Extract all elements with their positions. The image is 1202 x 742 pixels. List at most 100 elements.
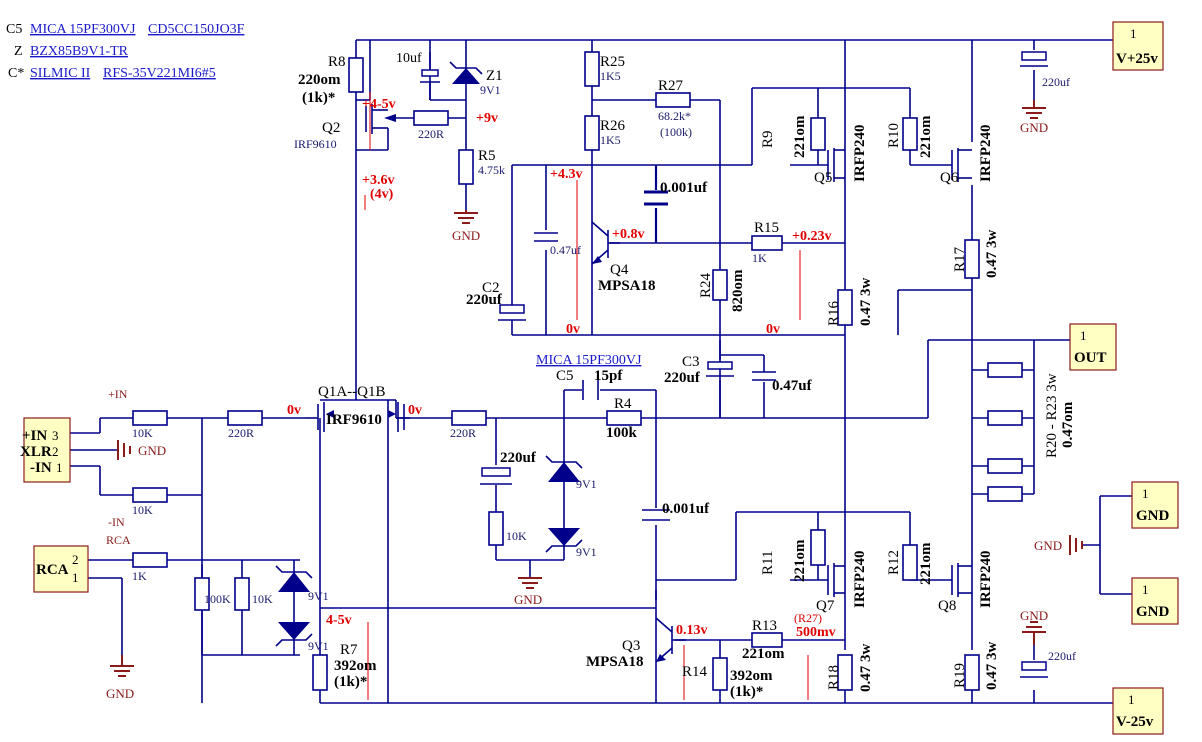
r4-body[interactable] <box>606 410 642 426</box>
rin3-body[interactable] <box>132 487 168 503</box>
port-vpos[interactable]: 1 V+25v <box>1112 21 1164 71</box>
r15-value: 1K <box>752 251 767 265</box>
port-gnd1[interactable]: 1 GND <box>1131 481 1179 529</box>
c10-symbol[interactable] <box>420 52 440 100</box>
port-out[interactable]: 1 OUT <box>1069 323 1117 371</box>
gnd-label-in: GND <box>106 686 134 701</box>
port-gnd2-pin: 1 <box>1142 582 1149 597</box>
gnd-fb-symbol <box>518 577 542 589</box>
q4-symbol[interactable] <box>591 221 620 265</box>
voltage-v12: 0.13v <box>676 623 708 638</box>
r24-body[interactable] <box>712 269 728 301</box>
r26-body[interactable] <box>584 115 600 151</box>
c047a-symbol[interactable] <box>534 232 558 242</box>
r16-body[interactable] <box>837 289 853 326</box>
rin4-body[interactable] <box>451 410 487 426</box>
r11-ref: R11 <box>760 551 776 575</box>
zfb1-symbol[interactable] <box>545 455 583 482</box>
r9-value: 221om <box>792 115 808 158</box>
r21-body[interactable] <box>987 410 1023 426</box>
c5-symbol[interactable] <box>582 380 599 400</box>
r16-ref: R16 <box>826 300 842 326</box>
note-z-part[interactable]: BZX85B9V1-TR <box>30 44 129 59</box>
r11-body[interactable] <box>810 529 826 566</box>
port-gnd2[interactable]: 1 GND <box>1131 577 1179 625</box>
r8-body[interactable] <box>348 57 364 93</box>
z1-value: 9V1 <box>480 83 501 97</box>
rin7-body[interactable] <box>234 577 250 611</box>
port-vneg-pin: 1 <box>1128 692 1135 707</box>
r18-body[interactable] <box>837 654 853 691</box>
q3-symbol[interactable] <box>655 617 686 663</box>
zin2-symbol[interactable] <box>275 622 313 647</box>
r8-ref: R8 <box>328 54 346 70</box>
r10-body[interactable] <box>902 117 918 151</box>
q5-symbol[interactable] <box>827 142 846 185</box>
rca-net-label: RCA <box>106 533 131 547</box>
r20-body[interactable] <box>987 362 1023 378</box>
q7-part: IRFP240 <box>852 551 868 609</box>
note-c5-part1[interactable]: MICA 15PF300VJ <box>30 22 136 37</box>
note-c-part2[interactable]: RFS-35V221MI6#5 <box>103 66 216 81</box>
rin5-body[interactable] <box>132 552 168 568</box>
r13-body[interactable] <box>751 632 783 648</box>
c2-symbol[interactable] <box>498 300 526 330</box>
r7-body[interactable] <box>312 654 328 691</box>
gnd-xlr-symbol <box>117 440 131 460</box>
zin1-symbol[interactable] <box>275 565 313 592</box>
r19-body[interactable] <box>964 654 980 691</box>
q2-symbol[interactable] <box>356 104 396 151</box>
r23-body[interactable] <box>987 486 1023 502</box>
port-rca[interactable]: RCA 2 1 <box>33 545 89 593</box>
q7-symbol[interactable] <box>827 545 846 600</box>
rin1-body[interactable] <box>132 410 168 426</box>
r9-body[interactable] <box>810 117 826 151</box>
c047b-symbol[interactable] <box>752 371 776 381</box>
z1-symbol[interactable] <box>449 61 483 84</box>
q8-symbol[interactable] <box>951 545 973 600</box>
r16-value: 0.47 3w <box>858 278 874 327</box>
q1-symbol[interactable] <box>305 402 410 432</box>
r220a-body[interactable] <box>413 110 449 126</box>
r20-ref: R20 - R23 3w <box>1044 373 1060 458</box>
r25-value: 1K5 <box>600 69 621 83</box>
wiring <box>70 40 1136 703</box>
r8-value: 220om <box>298 72 341 88</box>
port-gnd2-label: GND <box>1136 604 1170 620</box>
r14-body[interactable] <box>712 657 728 691</box>
rin2-value: 220R <box>228 426 254 440</box>
r17-value: 0.47 3w <box>984 230 1000 279</box>
zfb2-symbol[interactable] <box>545 528 583 553</box>
r25-ref: R25 <box>600 54 625 70</box>
cfb-symbol[interactable] <box>480 467 512 485</box>
port-vneg[interactable]: 1 V-25v <box>1112 687 1164 735</box>
r25-body[interactable] <box>584 51 600 87</box>
r8-alt: (1k)* <box>302 90 335 106</box>
c5-note[interactable]: MICA 15PF300VJ <box>536 353 642 368</box>
c3-symbol[interactable] <box>706 361 734 377</box>
r5-body[interactable] <box>458 149 474 185</box>
rfb-body[interactable] <box>488 511 504 546</box>
voltage-v1: +4-5v <box>362 97 396 112</box>
r20-value: 0.47om <box>1060 401 1076 448</box>
r15-body[interactable] <box>751 235 783 251</box>
c001b-symbol[interactable] <box>642 509 670 521</box>
r18-ref: R18 <box>826 665 842 690</box>
q6-symbol[interactable] <box>951 148 972 182</box>
c001a-symbol[interactable] <box>644 190 668 206</box>
port-xlr-pin-plus: +IN <box>22 428 47 444</box>
voltage-v9: 0v <box>287 403 301 418</box>
c220top-symbol[interactable] <box>1020 51 1048 67</box>
note-c-part1[interactable]: SILMIC II <box>30 66 91 81</box>
r12-body[interactable] <box>902 544 918 581</box>
r22-body[interactable] <box>987 458 1023 474</box>
r27-body[interactable] <box>655 92 691 108</box>
r17-body[interactable] <box>964 239 980 279</box>
rin2-body[interactable] <box>227 410 263 426</box>
c220bot-symbol[interactable] <box>1020 661 1048 678</box>
note-c5-part2[interactable]: CD5CC150JO3F <box>148 22 245 37</box>
rin6-body[interactable] <box>194 577 210 611</box>
r24-value: 820om <box>730 269 746 312</box>
port-xlr[interactable]: +IN 3 XLR 2 -IN 1 <box>20 417 71 483</box>
r27-ref: R27 <box>658 78 684 94</box>
